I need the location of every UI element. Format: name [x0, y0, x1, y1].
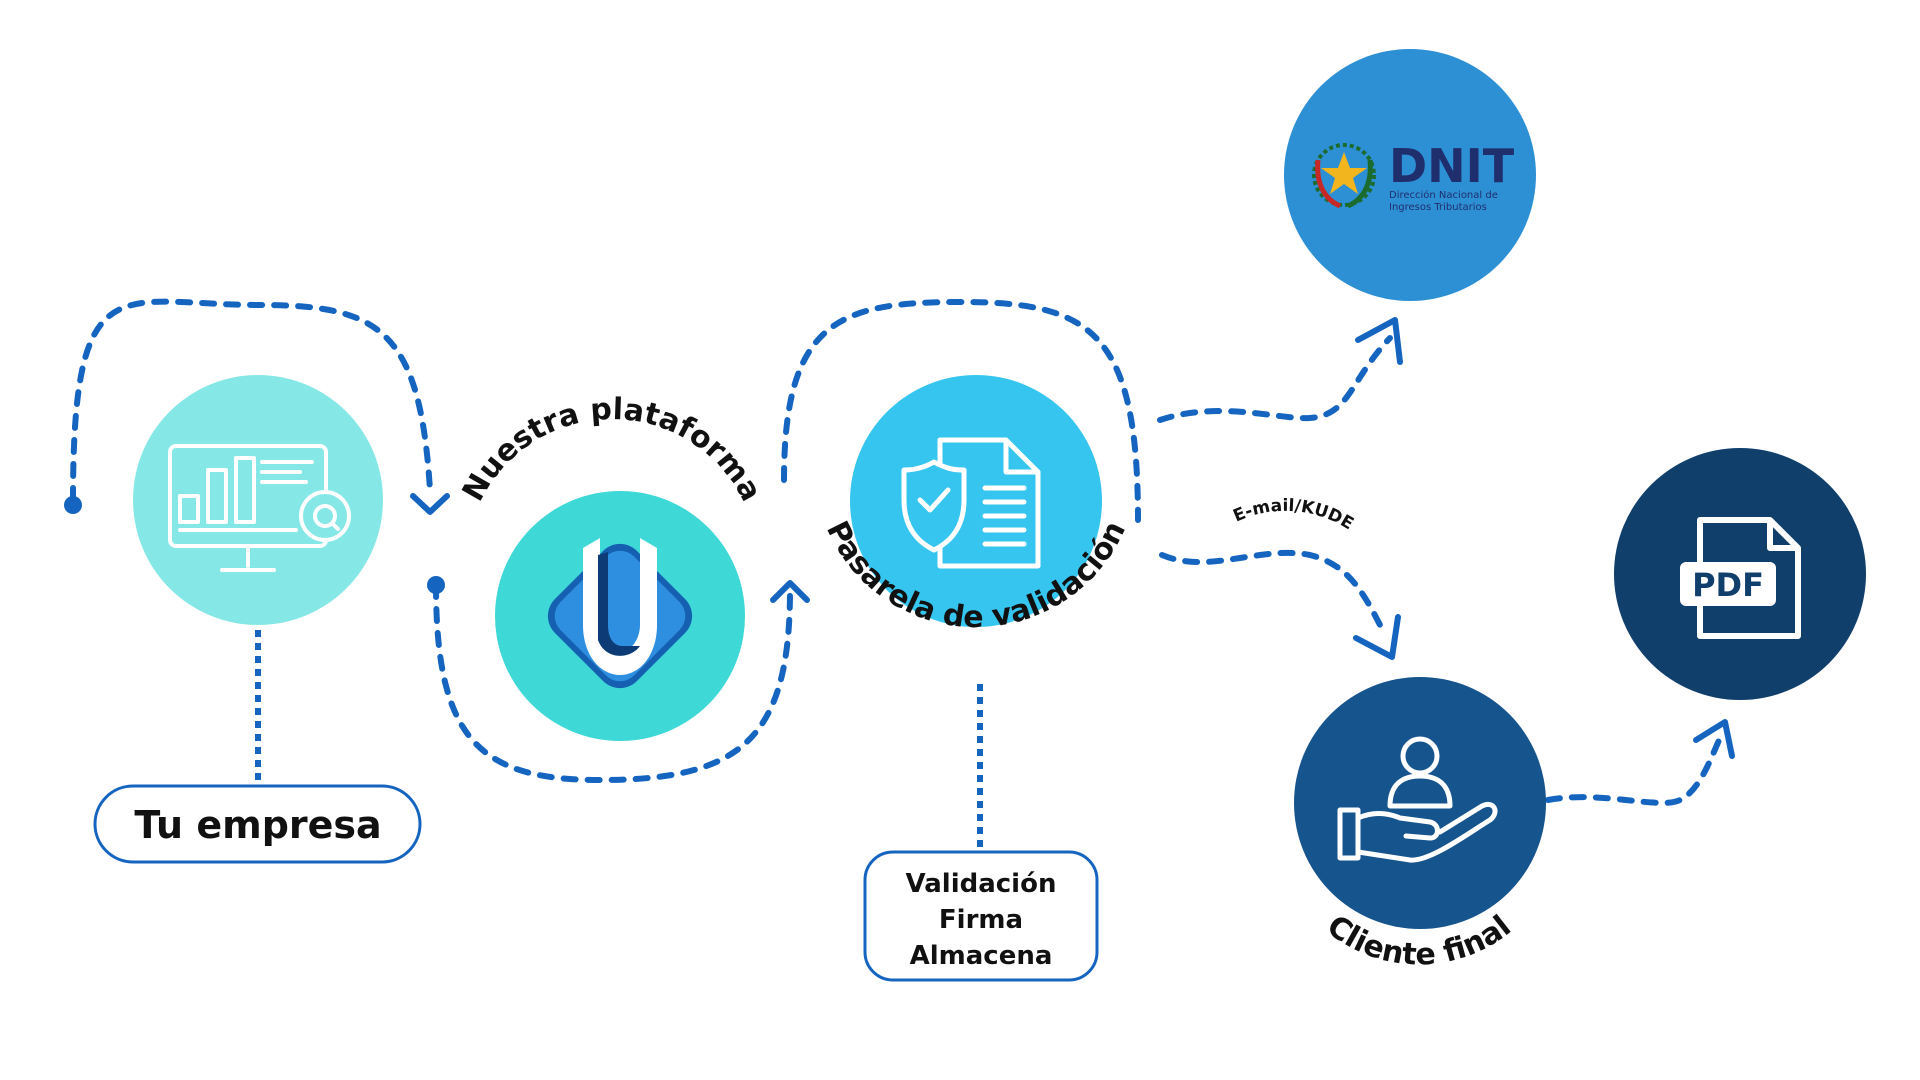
- monitor-chart-search-icon: [168, 444, 351, 572]
- circle-dnit: [1284, 49, 1536, 301]
- connector-to-cliente: [1159, 549, 1388, 638]
- shield-document-icon: [901, 437, 1041, 569]
- arrowhead-up-pasarela: [770, 580, 810, 603]
- node-dnit: DNIT Dirección Nacional de Ingresos Trib…: [1284, 49, 1536, 301]
- dnit-logo-text: DNIT: [1389, 139, 1515, 193]
- dnit-subtitle-line-2: Ingresos Tributarios: [1389, 202, 1487, 213]
- arrowhead-down-plataforma: [410, 493, 450, 515]
- connector-to-dnit: [1157, 335, 1393, 423]
- connector-plataforma-loop: [433, 582, 793, 784]
- connector-pasarela-loop: [781, 298, 1141, 523]
- start-dot-empresa: [64, 496, 82, 514]
- node-tu-empresa: Tu empresa: [93, 375, 422, 864]
- start-dot-plataforma: [427, 576, 445, 594]
- arrowhead-cliente: [1353, 614, 1401, 660]
- connector-ends: [64, 496, 445, 594]
- connector-empresa-to-plataforma: [70, 298, 433, 503]
- node-nuestra-plataforma: Nuestra plataforma: [456, 392, 768, 741]
- connectors: [70, 298, 1723, 806]
- platform-logo-icon: [547, 538, 693, 689]
- node-cliente-final: Cliente final: [1294, 677, 1546, 973]
- connector-cliente-to-pdf: [1545, 735, 1723, 806]
- pdf-file-icon: PDF: [1680, 517, 1801, 639]
- arrowheads: [410, 317, 1735, 759]
- dnit-seal-icon: [1312, 143, 1376, 209]
- arc-label-plataforma: Nuestra plataforma: [456, 392, 768, 507]
- details-box-pasarela: [863, 850, 1099, 982]
- detail-almacena: Almacena: [910, 941, 1053, 971]
- node-pdf: PDF: [1614, 448, 1866, 700]
- arrowhead-dnit: [1355, 317, 1403, 365]
- pdf-label: PDF: [1692, 566, 1764, 604]
- hand-person-icon: [1337, 736, 1498, 863]
- dnit-subtitle-line-1: Dirección Nacional de: [1389, 189, 1498, 201]
- circle-tu-empresa: [133, 375, 383, 625]
- detail-validacion: Validación: [906, 869, 1057, 899]
- node-pasarela: Pasarela de validación Validación Firma …: [819, 375, 1133, 982]
- label-pill-tu-empresa: [93, 784, 422, 864]
- arrowhead-pdf: [1693, 719, 1735, 759]
- circle-cliente: [1294, 677, 1546, 929]
- label-tu-empresa: Tu empresa: [134, 803, 381, 847]
- detail-firma: Firma: [939, 905, 1023, 935]
- edge-label-email-kude: E-mail/KUDE: [1230, 496, 1357, 534]
